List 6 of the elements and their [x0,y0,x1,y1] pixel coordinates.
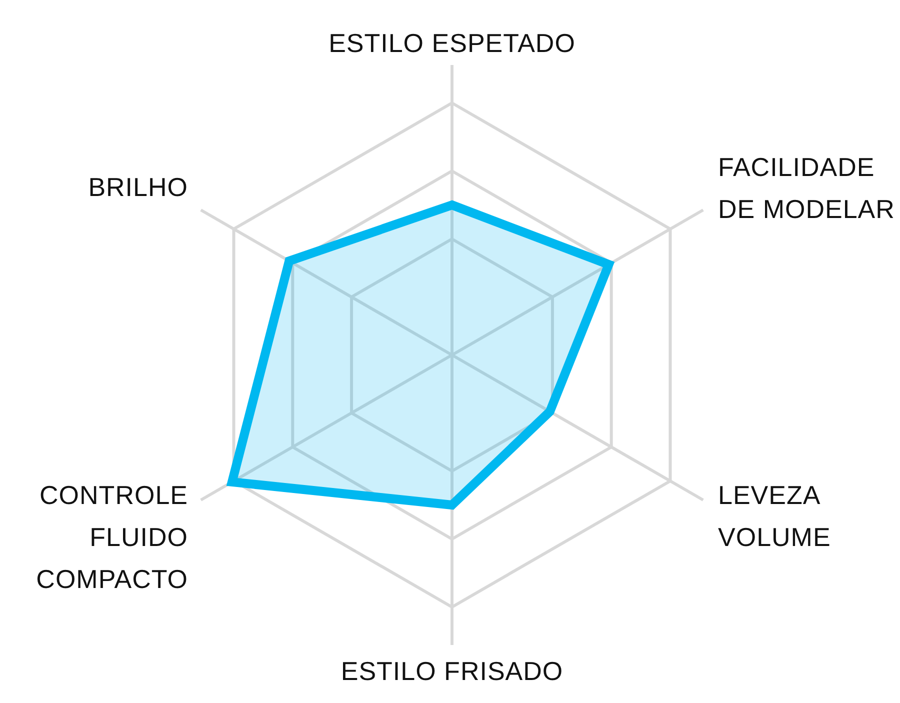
axis-label: FACILIDADE DE MODELAR [718,151,896,226]
axis-label: CONTROLE FLUIDO COMPACTO [36,479,188,596]
axis-label: LEVEZA VOLUME [718,479,831,554]
axis-label: ESTILO FRISADO [340,655,564,688]
axis-label: ESTILO ESPETADO [328,27,576,60]
axis-label: BRILHO [88,171,188,204]
